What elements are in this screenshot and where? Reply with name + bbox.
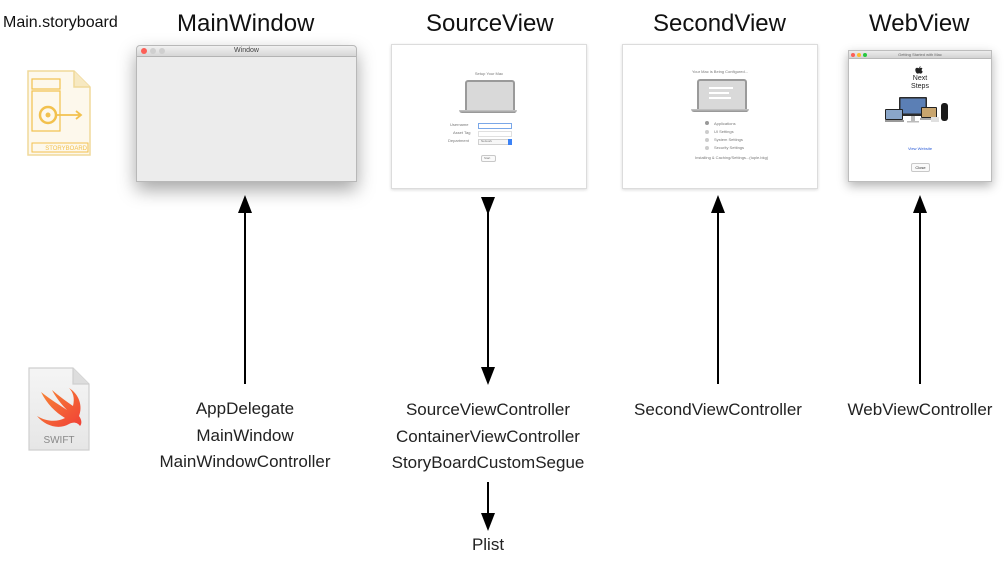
zoom-dot-icon (863, 52, 867, 57)
mainwindow-titlebar: Window (137, 46, 356, 57)
close-dot-icon (851, 52, 855, 57)
start-button[interactable]: Start (481, 155, 496, 162)
step-applications: Applications (714, 121, 736, 126)
minimize-dot-icon (857, 52, 861, 57)
sourceview-controllers: SourceViewController ContainerViewContro… (379, 397, 597, 477)
webview-window-title: Getting Started with Mac (898, 52, 942, 57)
asset-tag-label: Asset Tag (453, 130, 471, 135)
mac-products-image (884, 95, 955, 125)
sourceview-screen-title: Setup Your Mac (474, 71, 504, 76)
webview-titlebar: Getting Started with Mac (849, 51, 991, 59)
column-title-secondview: SecondView (653, 10, 786, 37)
controller-storyboardcustomsegue: StoryBoardCustomSegue (391, 453, 585, 472)
controller-mainwindow: MainWindow (196, 425, 294, 445)
chevron-down-icon (508, 139, 512, 145)
controller-sourceviewcontroller: SourceViewController (405, 400, 571, 419)
column-title-sourceview: SourceView (426, 10, 554, 37)
webview-heading: Next Steps (911, 75, 929, 90)
step-ui-settings: UI Settings (714, 129, 734, 134)
step-system-settings: System Settings (714, 137, 743, 142)
mainwindow-preview: Window (136, 45, 357, 182)
controller-appdelegate: AppDelegate (195, 399, 295, 418)
system-settings-step-icon (705, 138, 709, 142)
secondview-controllers: SecondViewController (620, 397, 816, 424)
mainwindow-controllers: AppDelegate MainWindow MainWindowControl… (140, 396, 350, 476)
zoom-dot-icon (159, 48, 165, 54)
column-title-mainwindow: MainWindow (177, 10, 315, 37)
ui-settings-step-icon (705, 130, 709, 134)
department-label: Department (448, 138, 469, 143)
swift-file-icon: SWIFT (27, 366, 91, 452)
applications-step-icon (705, 121, 709, 125)
controller-secondviewcontroller: SecondViewController (634, 400, 802, 419)
apple-logo-icon (915, 61, 923, 74)
sourceview-preview: Setup Your Mac Username Asset Tag Depart… (391, 44, 587, 189)
username-label: Username (450, 122, 469, 127)
department-select[interactable]: Network (478, 139, 512, 145)
laptop-icon (697, 79, 747, 112)
swift-icon-text: SWIFT (43, 435, 74, 446)
username-field[interactable] (478, 123, 512, 129)
security-settings-step-icon (705, 146, 709, 150)
controller-mainwindowcontroller: MainWindowController (159, 452, 331, 471)
column-title-webview: WebView (869, 10, 970, 37)
webview-controllers: WebViewController (838, 397, 1002, 424)
webview-preview: Getting Started with Mac Next Steps View… (848, 50, 992, 182)
secondview-screen-title: Your Mac is Being Configured... (691, 69, 749, 74)
mainwindow-window-title: Window (234, 47, 259, 54)
minimize-dot-icon (150, 48, 156, 54)
storyboard-icon-text: STORYBOARD (45, 146, 87, 152)
secondview-status-text: Installing & Caching/Settings...(tuple.b… (695, 155, 769, 160)
storyboard-file-icon: STORYBOARD (26, 69, 92, 157)
controller-containerviewcontroller: ContainerViewController (396, 426, 580, 446)
step-security-settings: Security Settings (714, 145, 745, 150)
view-website-link[interactable]: View Website (907, 146, 933, 151)
asset-tag-field[interactable] (478, 131, 512, 137)
close-dot-icon (141, 48, 147, 54)
controller-webviewcontroller: WebViewController (847, 400, 993, 419)
secondview-preview: Your Mac is Being Configured... Applicat… (622, 44, 818, 189)
plist-label: Plist (471, 535, 505, 554)
storyboard-label: Main.storyboard (3, 14, 118, 31)
close-button[interactable]: Close (911, 163, 930, 172)
